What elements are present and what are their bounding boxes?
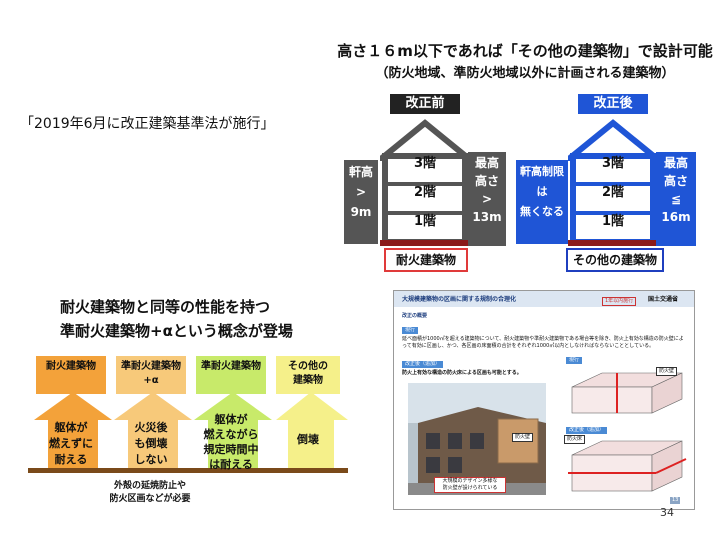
note-line: 外殻の延焼防止や — [100, 480, 200, 493]
category-fireproof-label: 耐火建築物 — [36, 360, 106, 374]
before-floor-2: 2階 — [395, 181, 455, 200]
slide-org: 国土交通省 — [648, 296, 678, 303]
arrow-text-line: しない — [123, 452, 179, 468]
category-quasi: 準耐火建築物 — [196, 356, 266, 394]
before-eaves-label: 軒高 — [344, 162, 378, 182]
after-height-value: 16m — [656, 208, 696, 226]
category-quasi-label: 準耐火建築物 — [196, 360, 266, 374]
after-building-type: その他の建築物 — [566, 248, 664, 272]
diagram-firewall-tag: 防火壁 — [656, 367, 677, 376]
arrow-text-line: 燃えずに — [43, 436, 99, 452]
photo-firewall-tag: 防火壁 — [512, 433, 533, 442]
after-tag: 改正後 — [578, 94, 648, 114]
after-eaves-value: 無くなる — [516, 202, 568, 222]
after-floor-2: 2階 — [583, 181, 643, 200]
slide-revised-tag: 改正後（追加） — [402, 361, 443, 368]
arrow-text-line: 火災後 — [123, 420, 179, 436]
category-quasi-plus-label: 準耐火建築物 — [116, 360, 186, 374]
category-other-label1: その他の — [276, 360, 340, 374]
category-quasi-plus: 準耐火建築物 +α — [116, 356, 186, 394]
arrow-text-line: 躯体が — [199, 412, 263, 427]
after-floor-3: 3階 — [583, 152, 643, 171]
before-height-label1: 最高 — [468, 154, 506, 172]
arrow-text-line: 耐える — [43, 452, 99, 468]
slide-current-tag: 現行 — [402, 327, 418, 334]
main-statement: 「2019年6月に改正建築基準法が施行」 — [20, 113, 275, 133]
after-floor-1: 1階 — [583, 210, 643, 229]
before-floor-1: 1階 — [395, 210, 455, 229]
category-other-label2: 建築物 — [276, 374, 340, 388]
slide-section: 改正の概要 — [402, 313, 427, 320]
requirement-note: 外殻の延焼防止や 防火区画などが必要 — [100, 480, 200, 506]
before-height-op: > — [468, 190, 506, 208]
photo-caption: 大規模のデザイン多様な 防火壁が設けられている — [434, 477, 506, 493]
page-number: 34 — [660, 506, 674, 519]
slide-page-number: 13 — [670, 497, 680, 504]
diagram-current-tag: 現行 — [566, 357, 582, 364]
before-eaves-value: 9m — [344, 202, 378, 222]
before-height-value: 13m — [468, 208, 506, 226]
caption-line: 防火壁が設けられている — [435, 485, 505, 492]
before-eaves-op: > — [344, 182, 378, 202]
slide-current-text: 延べ面積が1000㎡を超える建築物について、耐火建築物や準耐火建築物である場合等… — [402, 336, 688, 350]
after-height-op: ≦ — [656, 190, 696, 208]
before-tag: 改正前 — [390, 94, 460, 114]
after-eaves-label: 軒高制限 — [516, 162, 568, 182]
slide-badge: 1年以内施行 — [602, 297, 636, 306]
slide-revised-text: 防火上有効な構造の防火床による区画も可能とする。 — [402, 370, 582, 377]
before-building-type: 耐火建築物 — [384, 248, 468, 272]
arrow-text-fireproof: 躯体が 燃えずに 耐える — [43, 420, 99, 468]
subheadline: （防火地域、準防火地域以外に計画される建築物） — [330, 62, 720, 81]
arrow-text-line: は耐える — [199, 457, 263, 472]
caption-line: 大規模のデザイン多様な — [435, 478, 505, 485]
slide-title: 大規模建築物の区画に関する規制の合理化 — [402, 296, 516, 303]
arrow-text-quasi-plus: 火災後 も倒壊 しない — [123, 420, 179, 468]
arrow-text-line: も倒壊 — [123, 436, 179, 452]
after-height-label1: 最高 — [656, 154, 696, 172]
arrow-text-line: 倒壊 — [280, 432, 336, 448]
diagram-revised-tag: 改正後（追加） — [566, 427, 607, 434]
diagram-firefloor-tag: 防火床 — [564, 435, 585, 444]
after-height-box: 最高 高さ ≦ 16m — [656, 152, 696, 246]
concept-title-line1: 耐火建築物と同等の性能を持つ — [60, 296, 270, 317]
after-eaves-mid: は — [516, 182, 568, 202]
before-eaves-box: 軒高 > 9m — [344, 160, 378, 244]
after-height-label2: 高さ — [656, 172, 696, 190]
arrow-text-line: 規定時間中 — [199, 442, 263, 457]
before-height-label2: 高さ — [468, 172, 506, 190]
diagram-revised — [562, 437, 692, 497]
note-line: 防火区画などが必要 — [100, 493, 200, 506]
category-other: その他の 建築物 — [276, 356, 340, 394]
before-floor-3: 3階 — [395, 152, 455, 171]
concept-title-line2: 準耐火建築物+αという概念が登場 — [60, 320, 293, 341]
category-fireproof: 耐火建築物 — [36, 356, 106, 394]
before-height-box: 最高 高さ > 13m — [468, 152, 506, 246]
arrow-text-line: 燃えながら — [199, 427, 263, 442]
headline: 高さ１６m以下であれば「その他の建築物」で設計可能 — [330, 40, 720, 61]
embedded-slide: 大規模建築物の区画に関する規制の合理化 1年以内施行 国土交通省 改正の概要 現… — [393, 290, 695, 510]
category-quasi-plus-suffix: +α — [116, 374, 186, 388]
arrow-text-quasi: 躯体が 燃えながら 規定時間中 は耐える — [199, 412, 263, 472]
arrow-text-line: 躯体が — [43, 420, 99, 436]
after-eaves-box: 軒高制限 は 無くなる — [516, 160, 568, 244]
arrow-text-other: 倒壊 — [280, 432, 336, 448]
